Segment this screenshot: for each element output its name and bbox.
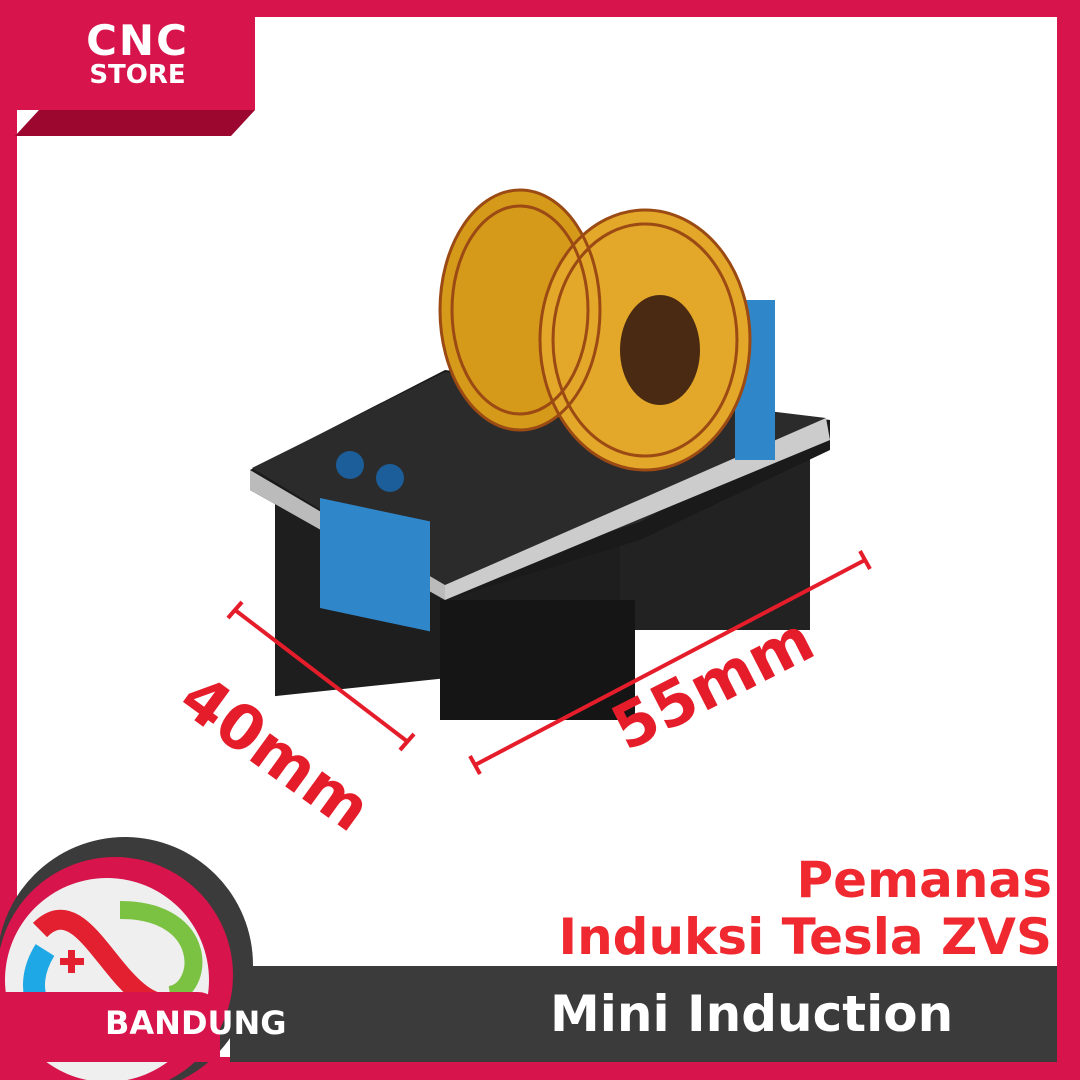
store-badge-shadow: [15, 110, 255, 136]
product-subtitle: Mini Induction: [550, 985, 954, 1043]
store-logo: CNC STORE: [80, 16, 195, 90]
city-label: BANDUNG: [105, 1004, 287, 1042]
product-title-line2: Induksi Tesla ZVS: [558, 908, 1052, 966]
subtitle-band: [230, 966, 1057, 1062]
city-tab: [0, 992, 220, 1062]
brand-line1: CNC: [86, 16, 189, 65]
store-badge: [15, 15, 255, 110]
shop-logo-icon: [0, 837, 253, 1080]
brand-line2: STORE: [89, 60, 186, 90]
product-title-line1: Pemanas: [796, 851, 1053, 909]
